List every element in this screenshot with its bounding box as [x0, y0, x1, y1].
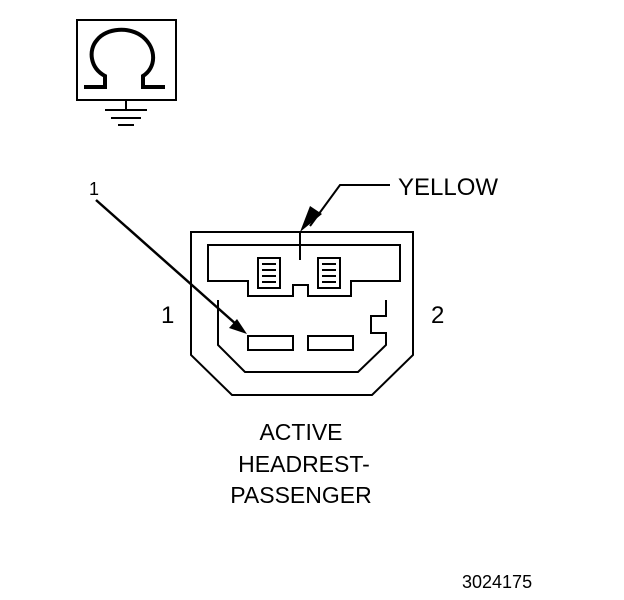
omega-ground-icon [76, 19, 177, 126]
callout-number: 1 [89, 179, 99, 199]
cavity-1 [247, 335, 294, 351]
connector-title-line-1: ACTIVE [259, 419, 342, 445]
terminal-right [317, 257, 341, 289]
cavity-left-number: 1 [161, 302, 174, 329]
cavity-2 [307, 335, 354, 351]
connector-title-line-3: PASSENGER [230, 482, 371, 508]
wire-color-leader [300, 184, 390, 232]
connector-body [190, 231, 414, 396]
callout-arrow [95, 199, 247, 334]
cavity-right-number: 2 [431, 302, 444, 329]
wire-color-label: YELLOW [398, 174, 498, 201]
connector-title-line-2: HEADREST- [238, 451, 370, 477]
figure-id: 3024175 [462, 572, 532, 592]
terminal-left [257, 257, 281, 289]
